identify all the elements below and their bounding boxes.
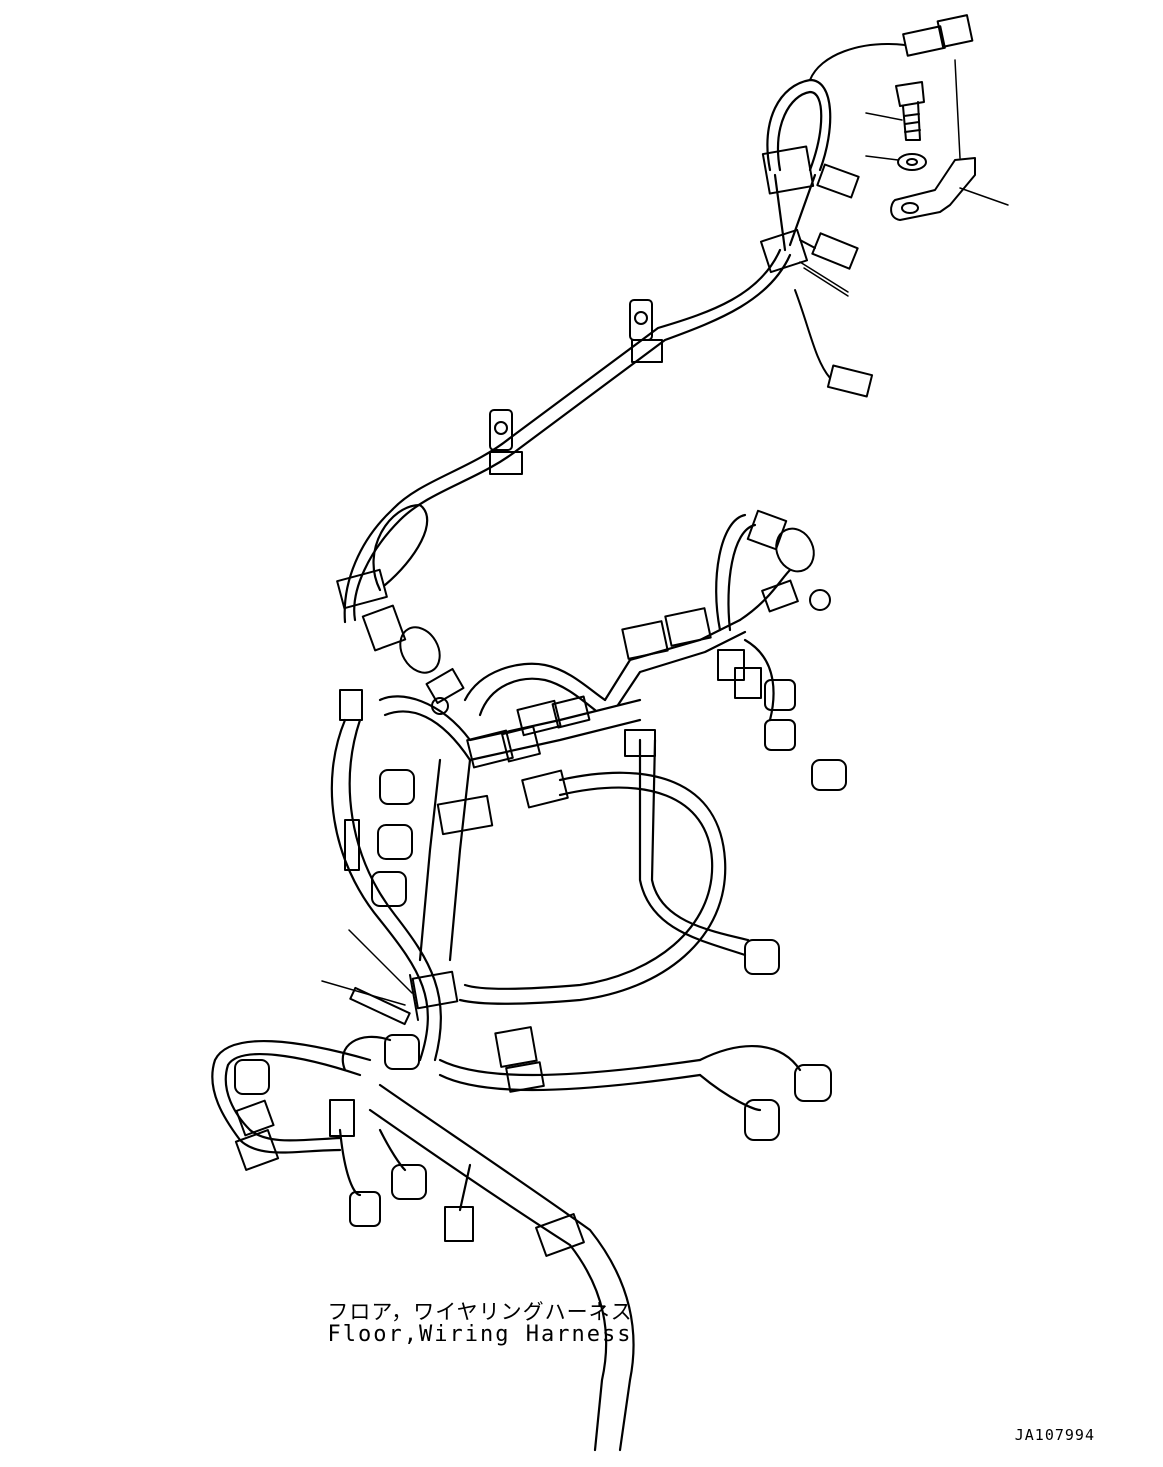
bolt-lower xyxy=(349,974,419,1026)
connector-center-pair xyxy=(621,607,712,660)
connector-left-column xyxy=(344,769,415,907)
main-harness-trunk xyxy=(343,78,832,624)
bracket xyxy=(890,157,976,221)
leader-lines xyxy=(321,112,1009,1006)
caption-english: Floor,Wiring Harness xyxy=(327,1322,633,1347)
connector-upper-right-2 xyxy=(794,289,874,398)
connector-center-cluster xyxy=(436,695,656,836)
connector-bottom xyxy=(349,1164,585,1257)
caption-japanese: フロア，ワイヤリングハーネス xyxy=(327,1300,633,1324)
connector-upper-right-1 xyxy=(799,163,860,270)
sensor-group-right xyxy=(746,509,831,613)
mounting-tab-1 xyxy=(629,299,663,363)
sensor-group-left xyxy=(339,604,465,721)
connectors xyxy=(234,14,974,1257)
lower-harness xyxy=(211,1035,802,1452)
mounting-tab-2 xyxy=(489,409,523,475)
central-harness-cluster xyxy=(330,513,792,1062)
connector-lower-right xyxy=(744,1064,832,1141)
bolt-washer-bracket-assembly xyxy=(890,59,976,221)
connector-right-stack xyxy=(717,649,847,791)
connector-top xyxy=(809,14,974,81)
drawing-code: JA107994 xyxy=(1014,1426,1095,1444)
harness-clamp-upper-left xyxy=(336,568,388,610)
bolt xyxy=(895,81,925,141)
connector-lower-mid xyxy=(384,970,545,1093)
harness-clamp-block xyxy=(759,228,809,274)
washer xyxy=(897,153,927,171)
harness-clamp-top xyxy=(761,145,815,195)
connector-lower-left-loop xyxy=(234,1059,355,1171)
connector-hanging-right xyxy=(744,939,780,975)
